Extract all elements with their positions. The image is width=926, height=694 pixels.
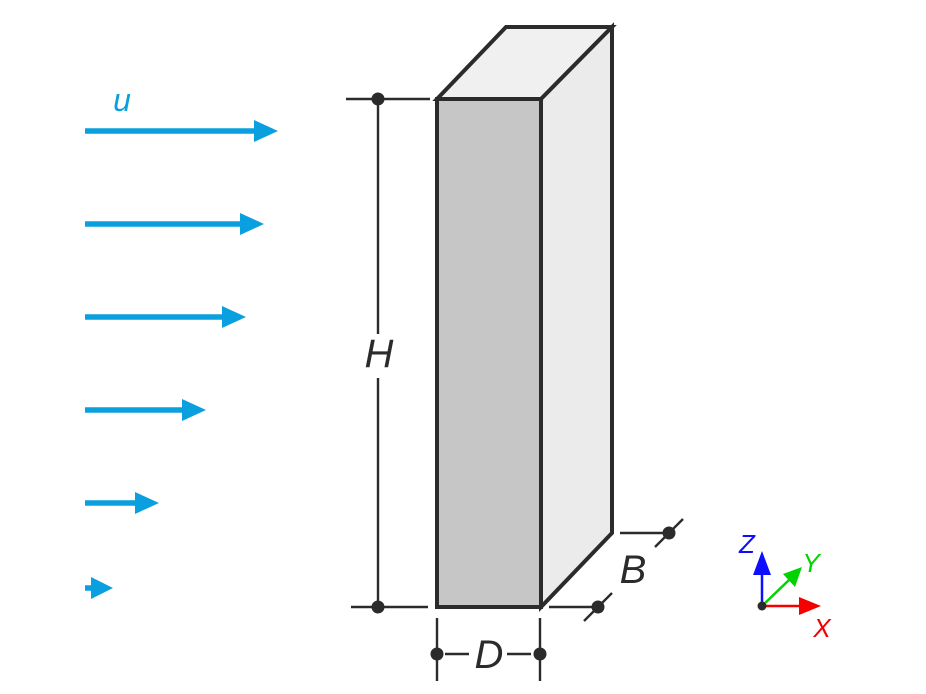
z-axis-label: Z xyxy=(738,529,756,559)
building-prism xyxy=(432,22,617,612)
prism-side-face xyxy=(539,22,614,612)
d-dot-left xyxy=(430,647,444,661)
h-dot-top xyxy=(371,92,385,106)
prism-front-face xyxy=(435,97,543,609)
axes-triad: Z Y X xyxy=(738,529,832,643)
y-axis-label: Y xyxy=(802,548,821,578)
h-dot-bottom xyxy=(371,600,385,614)
wind-arrow-2 xyxy=(85,213,264,235)
depth-label: D xyxy=(475,633,504,677)
b-dot-upper xyxy=(662,526,676,540)
wind-arrow-6 xyxy=(85,577,113,599)
wind-arrow-3 xyxy=(85,306,246,328)
b-dot-lower xyxy=(591,600,605,614)
wind-arrow-1 xyxy=(85,120,278,142)
d-dot-right xyxy=(533,647,547,661)
dimension-width xyxy=(549,518,684,622)
axes-origin-dot xyxy=(757,601,767,611)
width-label: B xyxy=(620,548,647,592)
wind-arrow-5 xyxy=(85,492,159,514)
y-axis xyxy=(761,567,802,607)
velocity-label: u xyxy=(113,82,131,118)
x-axis-label: X xyxy=(812,613,832,643)
dimension-height xyxy=(346,92,430,614)
wind-arrow-4 xyxy=(85,399,206,421)
wind-profile xyxy=(85,120,278,599)
z-axis xyxy=(753,551,771,606)
height-label: H xyxy=(365,332,394,376)
x-axis xyxy=(762,597,821,615)
dimension-depth xyxy=(430,618,547,681)
